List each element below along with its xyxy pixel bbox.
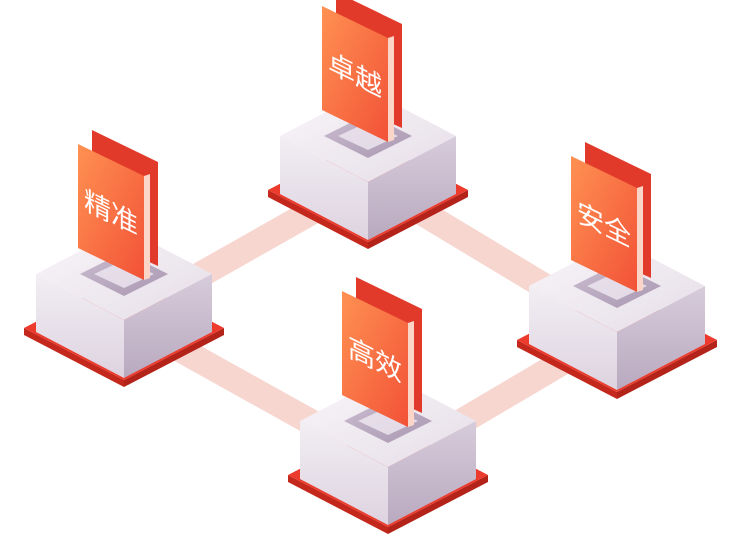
block-face-right <box>388 421 476 525</box>
node-left: 精准 <box>24 130 224 387</box>
block-face-right <box>124 274 212 378</box>
base-plate-side-left <box>517 340 617 399</box>
block-face-left <box>280 136 368 240</box>
base-plate-side-right <box>617 340 717 399</box>
base-plate-side-left <box>288 475 388 534</box>
card-edge-highlight <box>408 321 414 427</box>
card-left: 精准 <box>78 130 158 280</box>
node-right: 安全 <box>517 142 717 399</box>
card-right: 安全 <box>571 142 651 292</box>
card-front-panel <box>571 156 637 292</box>
card-edge-highlight <box>144 174 150 280</box>
base-plate-side-right <box>388 475 488 534</box>
node-bottom: 高效 <box>288 277 488 534</box>
base-plate-side-right <box>368 190 468 249</box>
base-plate-side-right <box>124 328 224 387</box>
block-face-left <box>529 286 617 390</box>
card-edge-highlight <box>388 36 394 142</box>
card-top: 卓越 <box>322 0 402 142</box>
block-face-left <box>300 421 388 525</box>
node-top: 卓越 <box>268 0 468 249</box>
card-bottom: 高效 <box>342 277 422 427</box>
block-face-left <box>36 274 124 378</box>
card-front-panel <box>78 144 144 280</box>
block-face-right <box>368 136 456 240</box>
card-front-panel <box>342 291 408 427</box>
base-plate-side-left <box>24 328 124 387</box>
block-face-right <box>617 286 705 390</box>
card-edge-highlight <box>637 186 643 292</box>
card-front-panel <box>322 6 388 142</box>
base-plate-side-left <box>268 190 368 249</box>
